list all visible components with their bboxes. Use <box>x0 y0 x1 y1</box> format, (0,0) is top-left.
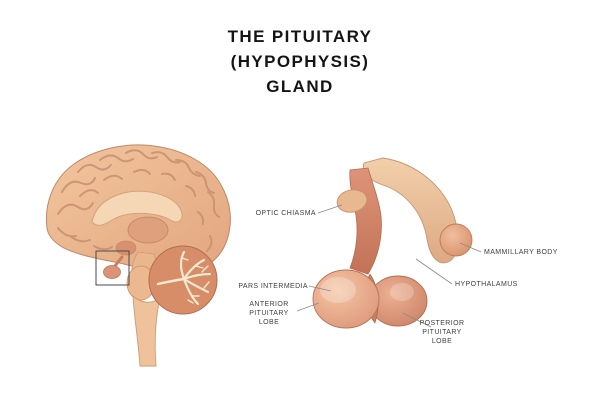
leader-line-mammillary-body <box>459 242 482 253</box>
gyri-texture <box>57 149 220 252</box>
label-posterior-line-2: PITUITARY <box>422 329 462 336</box>
pituitary-detail-illustration <box>312 157 473 329</box>
leader-lines <box>296 204 482 328</box>
infundibulum-stalk-shape <box>349 167 382 275</box>
label-posterior-line-1: POSTERIOR <box>419 320 465 327</box>
label-posterior-line-3: LOBE <box>431 338 453 345</box>
title-line-3: GLAND <box>266 77 334 96</box>
pituitary-gland-small-shape <box>103 265 121 279</box>
spinal-cord-shape <box>132 294 161 367</box>
pituitary-stalk-small <box>113 255 124 268</box>
label-pars-intermedia: PARS INTERMEDIA <box>238 283 308 290</box>
leader-line-hypothalamus <box>415 258 453 285</box>
anterior-lobe-highlight <box>320 277 356 303</box>
pituitary-region-box <box>95 250 130 286</box>
corpus-callosum-shape <box>91 190 183 226</box>
arbor-vitae-branches <box>156 250 212 306</box>
optic-chiasma-shape <box>336 189 368 213</box>
mammillary-body-shape <box>439 223 473 257</box>
leader-line-posterior-lobe <box>402 312 432 328</box>
label-anterior-pituitary-lobe: ANTERIOR PITUITARY LOBE <box>240 300 298 327</box>
brain-illustration <box>45 144 231 367</box>
label-mammillary-body: MAMMILLARY BODY <box>484 249 558 256</box>
leader-line-anterior-lobe <box>296 302 320 312</box>
posterior-lobe-highlight <box>390 283 414 301</box>
label-posterior-pituitary-lobe: POSTERIOR PITUITARY LOBE <box>412 319 472 346</box>
label-anterior-line-2: PITUITARY <box>249 310 289 317</box>
leader-line-optic-chiasma <box>317 204 343 214</box>
hypothalamus-small-shape <box>115 240 137 256</box>
title-line-2: (HYPOPHYSIS) <box>230 52 370 71</box>
label-anterior-line-1: ANTERIOR <box>249 301 289 308</box>
label-optic-chiasma: OPTIC CHIASMA <box>255 210 316 217</box>
leader-line-pars-intermedia <box>308 285 332 292</box>
label-anterior-line-3: LOBE <box>258 319 280 326</box>
thalamus-shape <box>127 216 169 244</box>
label-hypothalamus: HYPOTHALAMUS <box>455 281 518 288</box>
page-title: THE PITUITARY (HYPOPHYSIS) GLAND <box>0 24 600 99</box>
anterior-lobe-shape <box>312 269 380 329</box>
hypothalamus-shape <box>362 157 459 264</box>
title-line-1: THE PITUITARY <box>227 27 373 46</box>
